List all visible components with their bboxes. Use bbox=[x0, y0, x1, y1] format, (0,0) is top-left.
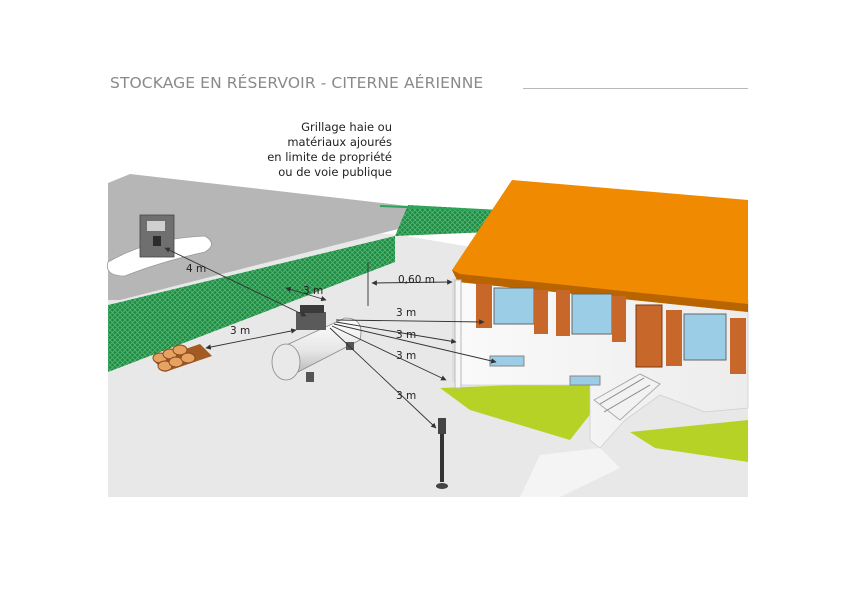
fence-note: Grillage haie ou matériaux ajourés en li… bbox=[232, 120, 392, 180]
distance-label-tank-width: 3 m bbox=[303, 285, 323, 297]
window-left bbox=[476, 284, 548, 334]
distance-label-woodpile: 3 m bbox=[230, 325, 250, 337]
lawn-left bbox=[440, 382, 592, 440]
distance-label-wall-offset: 0,60 m bbox=[398, 274, 435, 286]
fence-note-line: en limite de propriété bbox=[267, 150, 392, 164]
distance-lines bbox=[164, 247, 497, 429]
house bbox=[452, 180, 749, 449]
distance-label-window: 3 m bbox=[396, 307, 416, 319]
title-rule bbox=[523, 88, 748, 89]
window-right bbox=[666, 310, 746, 374]
window-middle bbox=[556, 290, 626, 342]
distance-line-fuel-pump bbox=[164, 247, 307, 317]
distance-label-fuel-pump: 4 m bbox=[186, 263, 206, 275]
distance-line-tank-width bbox=[285, 286, 327, 302]
distance-label-cellar-vent: 3 m bbox=[396, 350, 416, 362]
distance-line-house-opening bbox=[335, 321, 457, 344]
fence-note-line: matériaux ajourés bbox=[287, 135, 392, 149]
lamp-post bbox=[436, 418, 448, 489]
gas-tank bbox=[271, 305, 362, 382]
distance-line-cellar-vent bbox=[333, 323, 497, 364]
fence-note-line: ou de voie publique bbox=[278, 165, 392, 179]
distance-label-lamp-post: 3 m bbox=[396, 390, 416, 402]
lawn-right bbox=[630, 420, 748, 462]
downpipe bbox=[454, 279, 462, 389]
roof bbox=[452, 180, 748, 312]
distance-line-woodpile bbox=[205, 328, 297, 350]
distance-line-lamp-post bbox=[329, 327, 437, 429]
cellar-window-2 bbox=[569, 375, 601, 386]
entrance-steps bbox=[593, 373, 661, 421]
front-door bbox=[635, 304, 663, 368]
distance-line-ground bbox=[331, 325, 447, 381]
house-path bbox=[520, 448, 620, 497]
page-title: STOCKAGE EN RÉSERVOIR - CITERNE AÉRIENNE bbox=[110, 74, 484, 92]
distance-line-wall-offset bbox=[371, 279, 453, 286]
roof-edge bbox=[452, 270, 748, 312]
cellar-window bbox=[489, 355, 525, 367]
distance-line-window bbox=[335, 319, 485, 325]
woodpile bbox=[152, 344, 212, 372]
fence-note-line: Grillage haie ou bbox=[301, 120, 392, 134]
distance-label-house-opening: 3 m bbox=[396, 329, 416, 341]
